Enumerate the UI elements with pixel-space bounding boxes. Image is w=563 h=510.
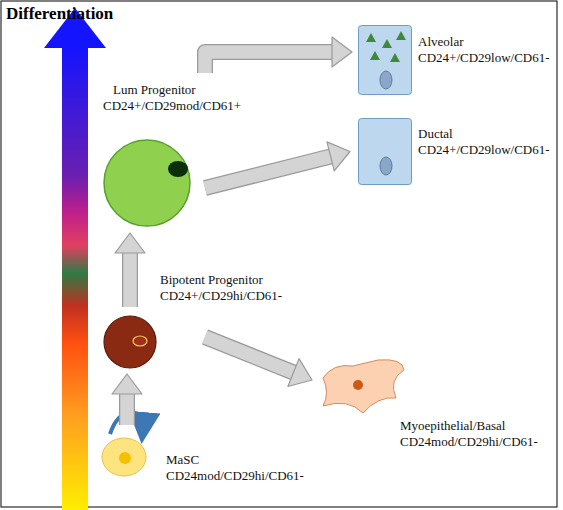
alveolar-cell: AlveolarCD24+/CD29low/CD61- [358, 25, 412, 95]
gradient-shaft [62, 46, 88, 510]
block-arrow [115, 233, 145, 307]
marker-profile: CD24+/CD29low/CD61- [418, 142, 550, 157]
ductal-cell: DuctalCD24+/CD29low/CD61- [358, 118, 412, 185]
axis-title: Differentiation [6, 4, 113, 24]
cell-name: Myoepithelial/Basal [400, 418, 505, 433]
cell-shape [358, 25, 412, 95]
block-arrow [205, 142, 350, 188]
cell-shape [101, 437, 147, 477]
bipotent-progenitor-cell: Bipotent ProgenitorCD24+/CD29hi/CD61- [103, 315, 157, 369]
marker-profile: CD24+/CD29low/CD61- [418, 50, 550, 65]
cell-name: Alveolar [418, 34, 463, 49]
marker-profile: CD24mod/CD29hi/CD61- [400, 434, 538, 449]
myoepithelial-cell: Myoepithelial/BasalCD24mod/CD29hi/CD61- [318, 358, 408, 416]
block-arrow [112, 374, 142, 425]
cell-name: Bipotent Progenitor [160, 272, 263, 287]
cell-shape [358, 118, 412, 185]
cell-shape [103, 315, 157, 369]
cell-name: Lum Progenitor [113, 82, 196, 97]
cell-name: MaSC [166, 452, 199, 467]
block-arrow [205, 37, 352, 73]
cell-shape [318, 358, 408, 416]
cell-name: Ductal [418, 126, 453, 141]
marker-profile: CD24mod/CD29hi/CD61- [166, 468, 304, 483]
marker-profile: CD24+/CD29mod/CD61+ [103, 98, 241, 113]
cell-shape [103, 139, 191, 227]
luminal-progenitor-cell: Lum ProgenitorCD24+/CD29mod/CD61+ [103, 139, 191, 227]
block-arrow [205, 337, 312, 386]
mammary-stem-cell: MaSCCD24mod/CD29hi/CD61- [101, 437, 147, 477]
marker-profile: CD24+/CD29hi/CD61- [160, 288, 282, 303]
